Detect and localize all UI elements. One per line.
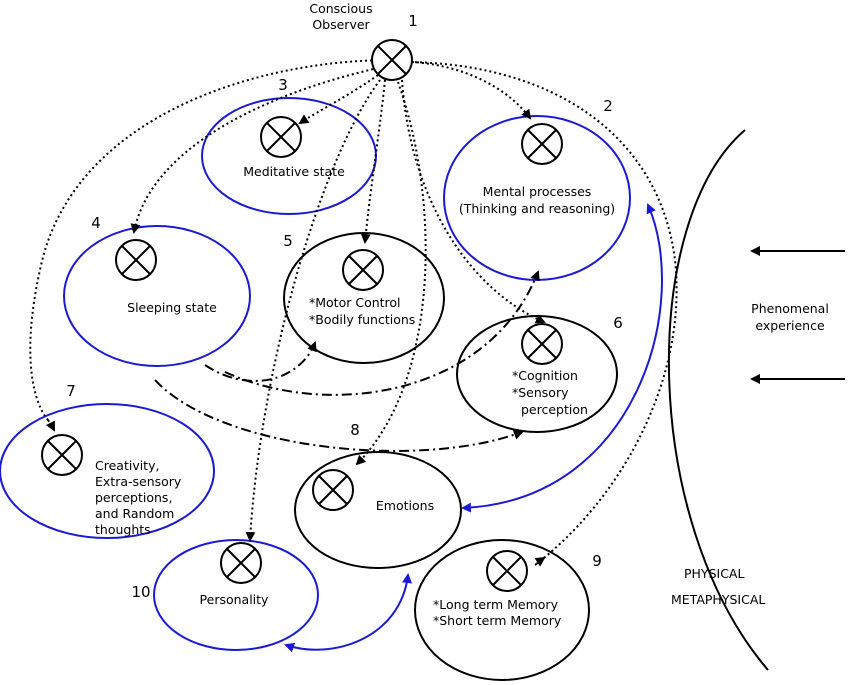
mental-label-line1: Mental processes	[483, 184, 592, 199]
phenomenal-label-line1: Phenomenal	[751, 301, 829, 316]
personality-label: Personality	[200, 592, 270, 607]
mental-label-line2: (Thinking and reasoning)	[459, 201, 615, 216]
node-creativity	[0, 403, 215, 539]
arrow-observer-to-personality	[245, 79, 381, 542]
observer-label-line1: Conscious	[309, 1, 372, 16]
creativity-label-line2: Extra-sensory	[95, 474, 182, 489]
meditative-circle-x-icon	[260, 116, 302, 158]
node-number-8: 8	[350, 421, 360, 439]
creativity-label-line4: and Random	[95, 506, 174, 521]
arrow-observer-to-cognition	[401, 79, 546, 324]
node-motor-control	[283, 232, 445, 364]
node-number-9: 9	[592, 552, 602, 570]
cognition-label-line2: *Sensory	[512, 385, 569, 400]
arrow-sleeping-to-mental	[224, 270, 540, 396]
arrow-observer-to-creativity	[45, 419, 55, 432]
arrow-observer-to-memory	[534, 556, 546, 567]
arrow-emotions-personality	[284, 573, 412, 653]
arrow-observer-to-emotions	[355, 81, 427, 466]
creativity-circle-x-icon	[41, 434, 83, 476]
arrow-mental-emotions	[461, 203, 663, 513]
sleeping-label: Sleeping state	[127, 300, 217, 315]
cognition-circle-x-icon	[521, 323, 563, 365]
creativity-label-line3: perceptions,	[95, 490, 172, 505]
memory-circle-x-icon	[486, 550, 528, 592]
node-emotions	[294, 451, 462, 569]
motor-circle-x-icon	[342, 249, 384, 291]
node-number-5: 5	[283, 232, 293, 250]
observer-label-line2: Observer	[312, 17, 370, 32]
arrow-observer-to-mental	[411, 61, 532, 120]
mental-circle-x-icon	[521, 123, 563, 165]
motor-label-line2: *Bodily functions	[309, 312, 415, 327]
creativity-label-line1: Creativity,	[95, 458, 159, 473]
observer-circle-x-icon	[371, 39, 413, 81]
personality-circle-x-icon	[220, 542, 262, 584]
phenomenal-label-line2: experience	[755, 318, 825, 333]
node-number-2: 2	[603, 97, 613, 115]
cognition-label-line3: perception	[521, 402, 588, 417]
emotions-circle-x-icon	[312, 469, 354, 511]
arrow-sleeping-to-cognition	[154, 379, 524, 452]
node-number-6: 6	[613, 314, 623, 332]
creativity-label-line5: thoughts	[95, 522, 151, 537]
arrow-observer-to-motor	[360, 79, 386, 244]
arrow-sleeping-to-motor	[204, 341, 317, 382]
motor-label-line1: *Motor Control	[309, 295, 401, 310]
legend-physical: PHYSICAL	[684, 566, 744, 581]
node-number-1: 1	[408, 12, 418, 30]
arrow-observer-to-sleeping	[130, 67, 379, 234]
node-sleeping-state	[63, 225, 251, 367]
node-number-4: 4	[91, 214, 101, 232]
arrow-observer-to-meditative	[298, 74, 379, 125]
memory-label-line2: *Short term Memory	[433, 613, 562, 628]
cognition-label-line1: *Cognition	[512, 368, 578, 383]
node-memory	[414, 539, 590, 681]
sleeping-circle-x-icon	[115, 239, 157, 281]
outer-dotted-boundary	[29, 59, 393, 421]
phenomenal-boundary-arc	[667, 129, 769, 671]
meditative-label: Meditative state	[243, 164, 345, 179]
node-number-10: 10	[131, 583, 150, 601]
node-number-7: 7	[66, 382, 76, 400]
node-number-3: 3	[278, 76, 288, 94]
emotions-label: Emotions	[376, 498, 434, 513]
memory-label-line1: *Long term Memory	[433, 597, 559, 612]
legend-metaphysical: METAPHYSICAL	[671, 592, 765, 607]
